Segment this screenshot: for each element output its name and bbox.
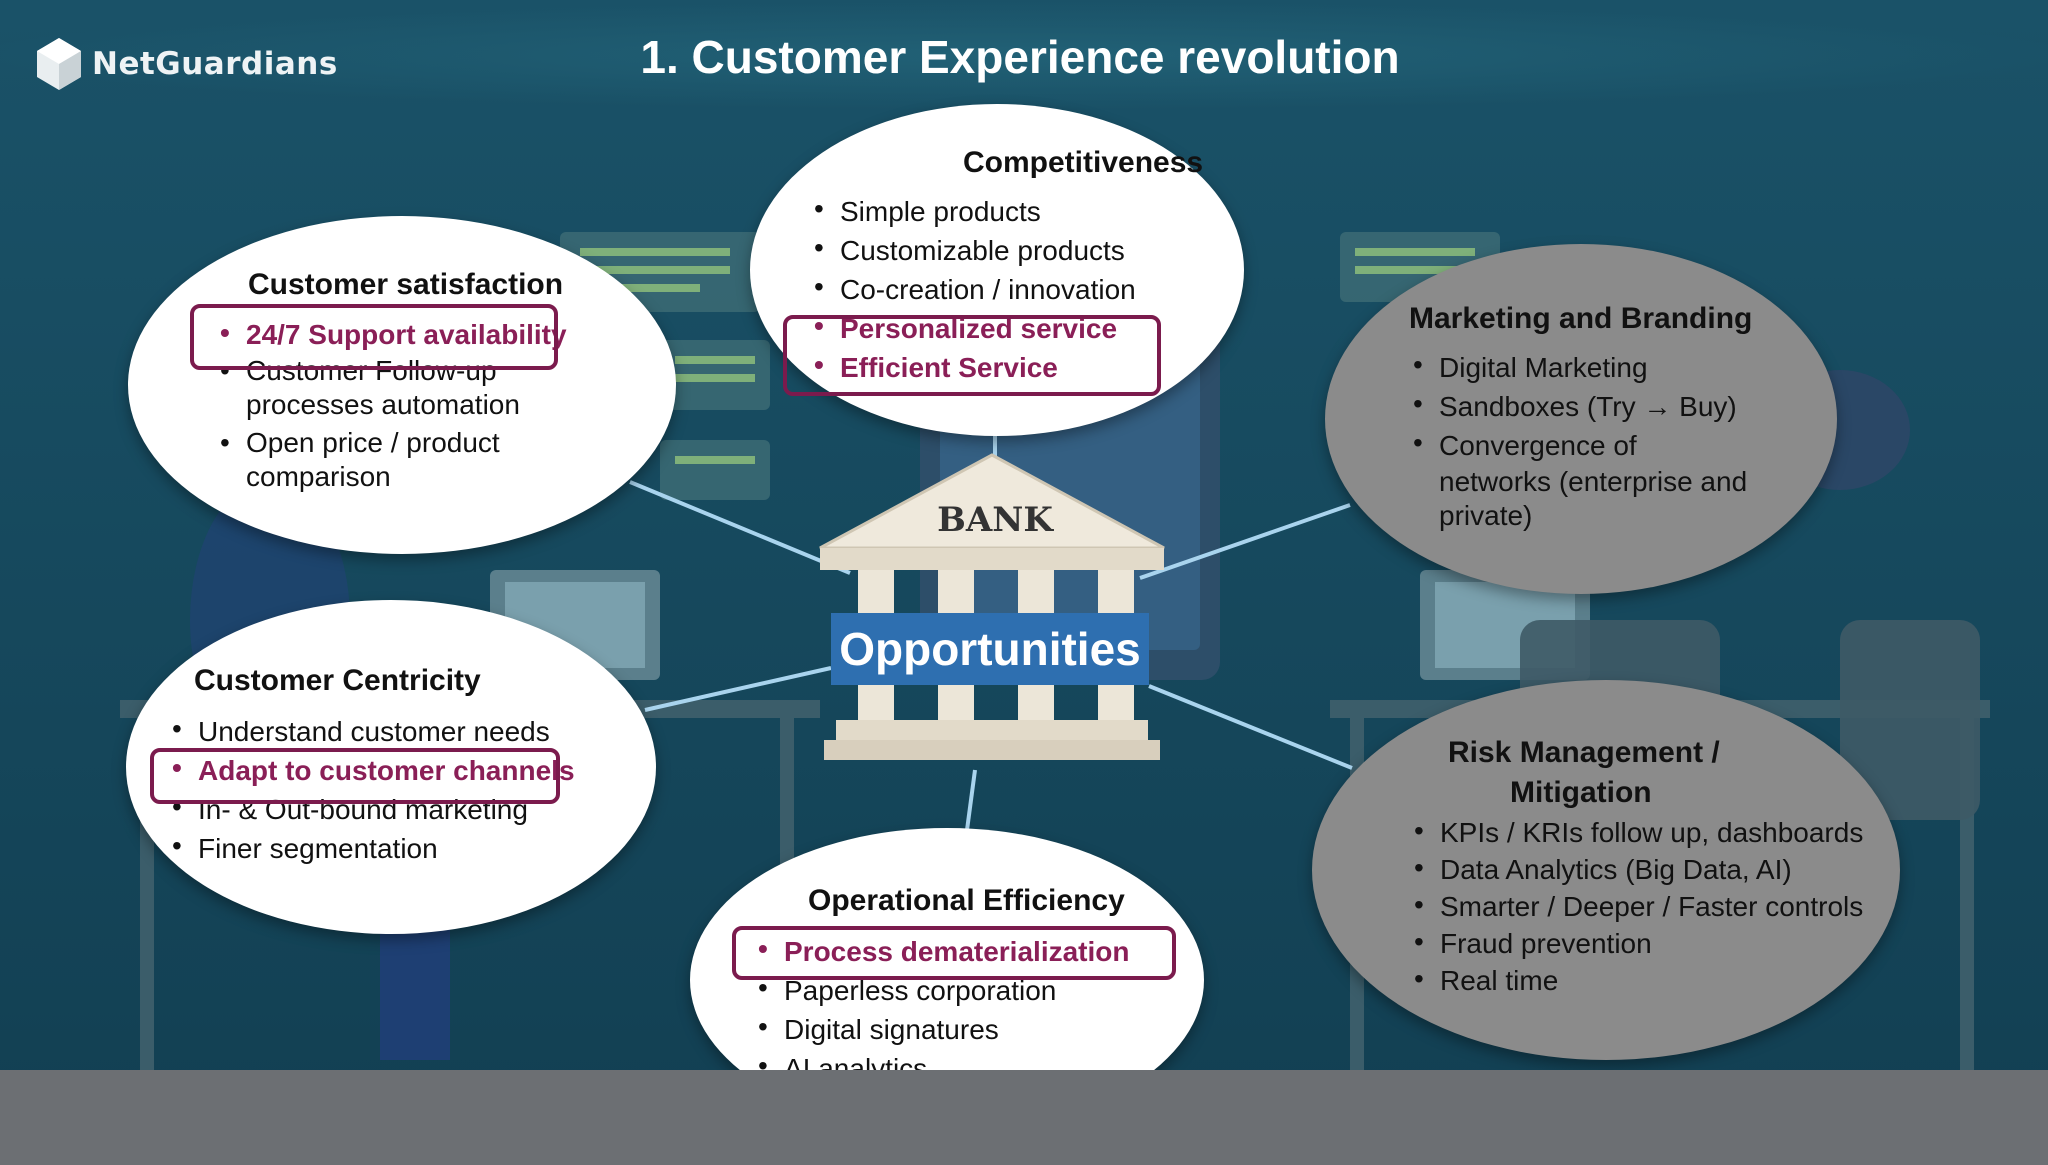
list-item-continuation: private) (1439, 500, 1533, 531)
slide-title: 1. Customer Experience revolution (640, 31, 1400, 83)
logo-text: NetGuardians (92, 46, 338, 82)
list-item: Real time (1410, 962, 1880, 999)
list-item: Simple products (810, 192, 1210, 231)
highlight-box (783, 315, 1161, 396)
list-item: Understand customer needs (168, 712, 628, 751)
netguardians-logo: NetGuardians (34, 34, 338, 94)
opportunities-label: Opportunities (831, 613, 1149, 685)
list-item: Co-creation / innovation (810, 270, 1210, 309)
bubble-customer-centricity: Customer Centricity Understand customer … (126, 600, 656, 934)
bank-label: BANK (937, 500, 1053, 540)
list-item: Data Analytics (Big Data, AI) (1410, 851, 1880, 888)
list-item: Convergence of (1409, 426, 1829, 465)
highlight-box (150, 748, 560, 804)
list-item: Paperless corporation (754, 971, 1184, 1010)
bank-building-icon (819, 453, 1165, 760)
connector-lines (629, 430, 1353, 831)
list-item: Finer segmentation (168, 829, 628, 868)
title-band (0, 0, 2048, 110)
list-item: Customizable products (810, 231, 1210, 270)
hexagon-logo-icon (37, 38, 81, 90)
bubble-competitiveness: Competitiveness Simple products Customiz… (750, 104, 1244, 436)
bubble-risk-management: Risk Management / Mitigation KPIs / KRIs… (1312, 680, 1900, 1060)
bubble-marketing-branding: Marketing and Branding Digital Marketing… (1325, 244, 1837, 594)
highlight-box (732, 926, 1176, 980)
bubble-title: Customer Centricity (194, 664, 481, 697)
list-item: Digital Marketing (1409, 348, 1829, 387)
list-item: Fraud prevention (1410, 925, 1880, 962)
bubble-title: Competitiveness (963, 146, 1204, 179)
list-item: In- & Out-bound marketing (168, 790, 628, 829)
list-item-continuation: networks (enterprise and (1439, 466, 1748, 497)
list-item: Customer Follow-up (216, 354, 656, 388)
list-item: Smarter / Deeper / Faster controls (1410, 888, 1880, 925)
highlighted-item: Efficient Service (810, 348, 1210, 387)
list-item: Open price / product (216, 426, 656, 460)
bubble-title: Risk Management / (1448, 736, 1720, 769)
bubble-title: Operational Efficiency (808, 884, 1125, 917)
highlighted-item: Process dematerialization (754, 932, 1184, 971)
highlighted-item: 24/7 Support availability (216, 316, 656, 354)
bubble-customer-satisfaction: Customer satisfaction 24/7 Support avail… (128, 216, 676, 554)
highlighted-item: Adapt to customer channels (168, 751, 628, 790)
list-item: Sandboxes (Try → Buy) (1409, 387, 1829, 426)
list-item-continuation: processes automation (246, 389, 520, 420)
bubble-title-line2: Mitigation (1510, 776, 1652, 809)
bubble-title: Marketing and Branding (1409, 302, 1753, 335)
list-item: Digital signatures (754, 1010, 1184, 1049)
bubble-title: Customer satisfaction (248, 268, 564, 301)
list-item-continuation: comparison (246, 461, 391, 492)
footer-bar (0, 1070, 2048, 1165)
highlight-box (190, 304, 558, 370)
list-item: KPIs / KRIs follow up, dashboards (1410, 814, 1880, 851)
